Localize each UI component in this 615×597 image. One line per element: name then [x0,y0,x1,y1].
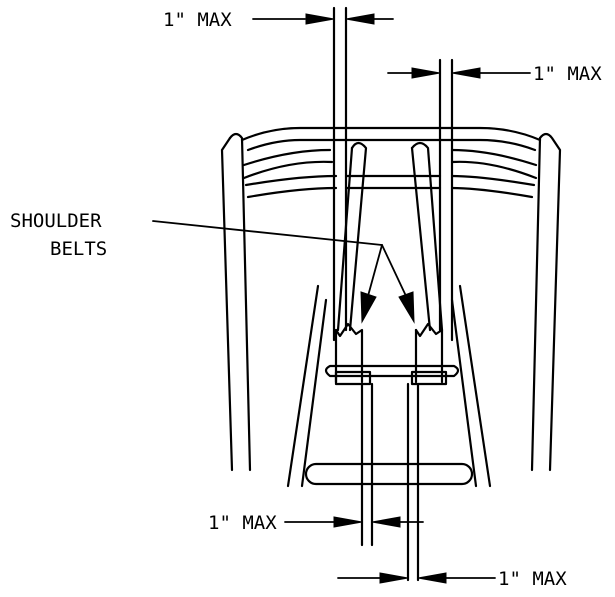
left-brace-lower [244,174,338,187]
lower-seat-frame [286,284,492,582]
arrowhead [333,516,363,528]
right-brace-lower-b [450,186,534,199]
left-post-inner [228,132,252,472]
right-post-inner [530,136,542,472]
left-buckle-slot [334,370,372,386]
left-belt-loop-inner [336,146,354,332]
arrowhead [451,67,481,79]
dim-label-bottom-right: 1" MAX [498,568,567,590]
right-brace-lower [450,174,536,187]
left-brace-lower-b [246,186,338,199]
arrowhead [417,572,447,584]
leader-to-left-belt [367,244,383,297]
arrowhead [379,572,409,584]
left-frame-outer [286,284,320,488]
left-brace-upper-b [242,160,334,180]
arrowhead [371,516,401,528]
leader-to-right-belt [381,244,407,297]
right-buckle-top [414,322,444,384]
seat-back-frame [220,126,562,472]
right-frame-inner [450,298,478,488]
dim-label-top-right: 1" MAX [533,63,602,85]
arrowhead [411,67,441,79]
right-buckle-slot [410,370,448,386]
right-post-outer [538,132,562,472]
right-brace-upper [450,148,538,167]
harness-buckles [324,322,460,386]
dimension-top-right: 1" MAX [387,63,602,85]
dim-label-bottom-left: 1" MAX [208,512,277,534]
arrowhead-left-belt [360,291,377,324]
top-bar-lower [246,138,537,152]
arrowhead [305,13,335,25]
right-frame-outer [458,284,492,488]
arrowhead [345,13,375,25]
left-buckle-top [334,322,364,384]
buckle-crossbar [324,364,460,378]
left-belt-loop-outer [348,141,368,332]
left-brace-upper [242,148,332,167]
right-belt-loop-outer [410,141,444,332]
leader-line [152,220,383,246]
top-bar [240,126,542,142]
shoulder-label-line1: SHOULDER [10,210,102,232]
shoulder-label-line2: BELTS [50,238,107,260]
shoulder-belts-callout: SHOULDER BELTS [10,210,415,324]
left-post-outer [220,136,234,472]
bottom-bar [304,462,474,486]
right-brace-upper-b [450,160,538,180]
dimension-bottom-right: 1" MAX [337,568,567,590]
dimension-top-left: 1" MAX [163,9,394,31]
left-frame-inner [300,298,328,488]
dim-label-top-left: 1" MAX [163,9,232,31]
belt-loops [336,141,444,332]
arrowhead-right-belt [398,291,415,324]
belt-edge-lines-top [332,6,454,342]
right-belt-loop-inner [410,146,432,332]
dimension-bottom-left: 1" MAX [208,512,424,534]
